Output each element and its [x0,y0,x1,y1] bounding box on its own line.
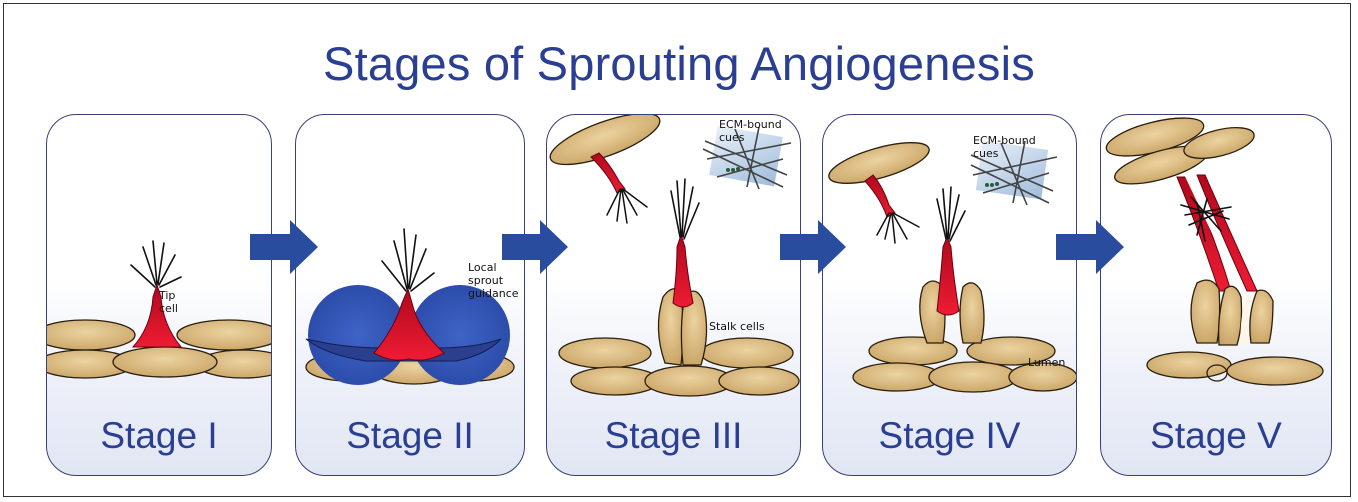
stage-1-panel: Tip cell Stage I [46,114,272,476]
figure-title: Stages of Sprouting Angiogenesis [0,36,1358,91]
stage-4-label: Stage IV [823,415,1076,457]
tip-cell-annotation: Tip cell [159,289,178,315]
ecm-bound-cues-annotation: ECM-bound cues [719,118,782,144]
stage-2-panel: Local sprout guidance Stage II [295,114,525,476]
stage-3-panel: ECM-bound cues Stalk cells Stage III [546,114,801,476]
stage-5-panel: Stage V [1100,114,1332,476]
arrow-2-icon [502,220,568,274]
arrow-4-icon [1056,220,1124,274]
stage-5-label: Stage V [1101,415,1331,457]
stalk-cells-annotation: Stalk cells [709,320,765,333]
stage-3-label: Stage III [547,415,800,457]
lumen-annotation: Lumen [1028,356,1065,369]
ecm-bound-cues-2-annotation: ECM-bound cues [973,134,1036,160]
stage-2-label: Stage II [296,415,524,457]
stage-4-panel: ECM-bound cues Lumen Stage IV [822,114,1077,476]
stage-1-label: Stage I [47,415,271,457]
arrow-1-icon [250,220,318,274]
arrow-3-icon [780,220,846,274]
